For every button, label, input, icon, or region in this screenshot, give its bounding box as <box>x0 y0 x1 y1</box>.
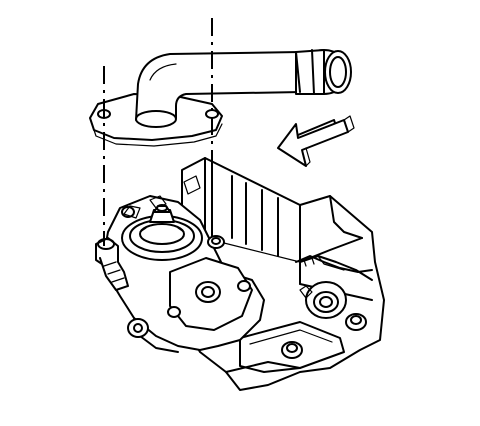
direction-arrow <box>277 115 355 167</box>
hose-line <box>295 255 373 273</box>
thermostat <box>121 204 203 261</box>
coolant-outlet-pipe <box>135 49 352 128</box>
alignment-lines <box>103 18 213 246</box>
housing-bolt <box>281 313 367 359</box>
engine-port <box>299 281 347 319</box>
housing-bolt-left <box>95 235 225 291</box>
